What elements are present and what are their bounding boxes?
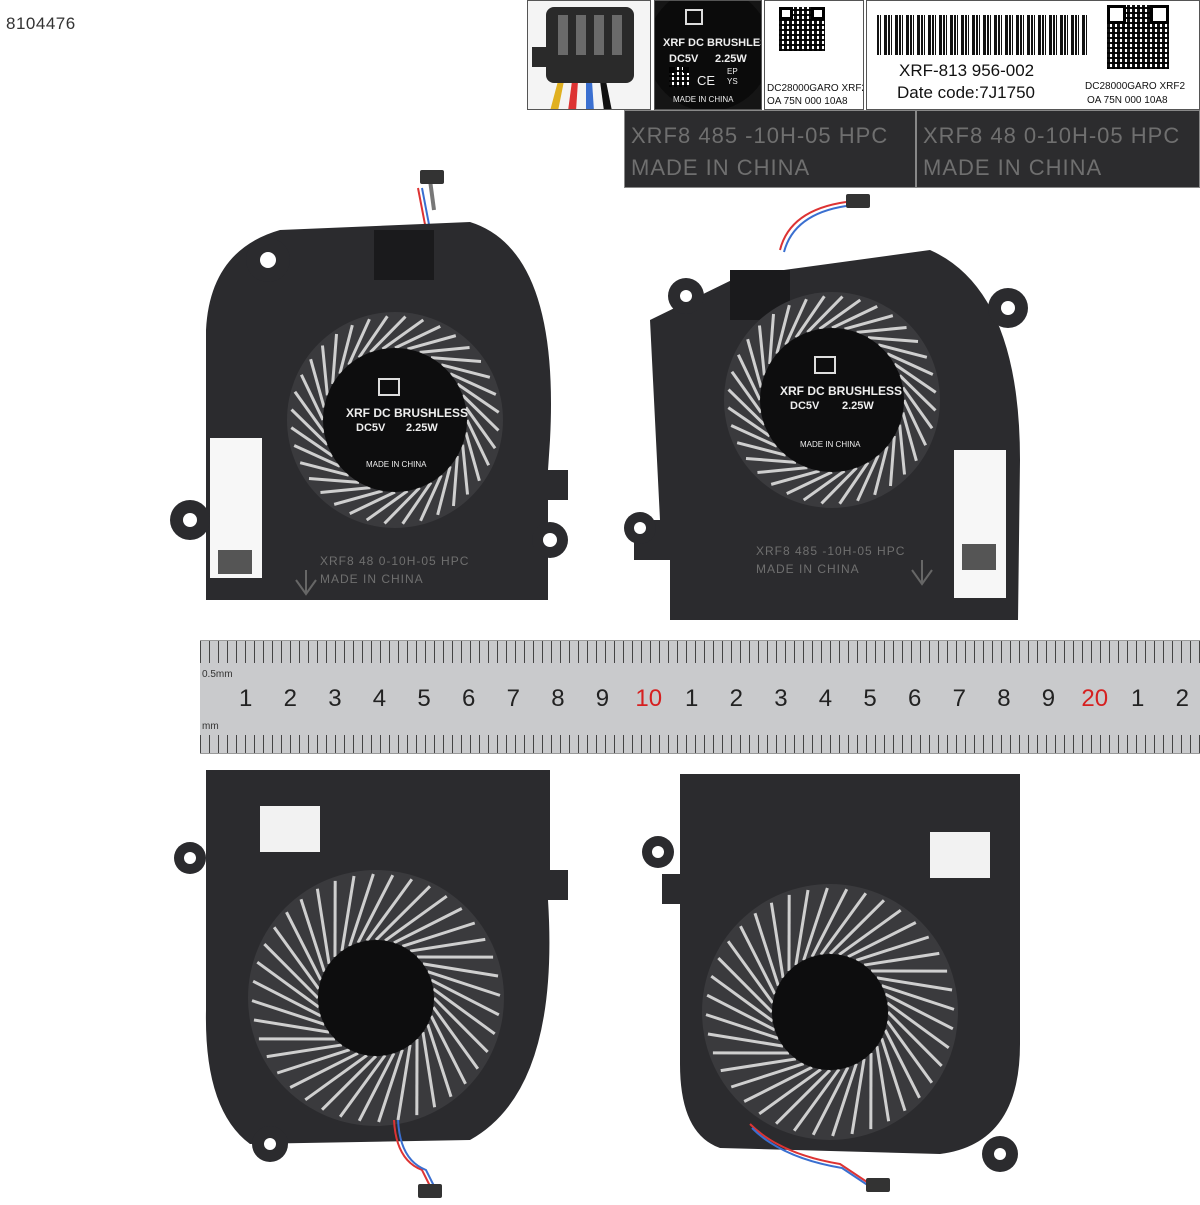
hub-ep: EP <box>727 67 738 76</box>
connector-image <box>528 1 651 110</box>
ruler-unit-top: 0.5mm <box>202 669 233 680</box>
hub-label-closeup: XRF DC BRUSHLESS DC5V 2.25W CE EP YS MAD… <box>654 0 762 110</box>
ruler-number: 10 <box>635 685 662 713</box>
fan-tr-origin: MADE IN CHINA <box>800 440 860 449</box>
ruler-number: 2 <box>1176 685 1189 713</box>
emboss-closeup-left: XRF8 485 -10H-05 HPC MADE IN CHINA <box>624 110 916 188</box>
small-label-line1: DC28000GARO XRF2 <box>767 83 864 94</box>
product-sku: 8104476 <box>6 14 76 34</box>
emboss-left-line1: XRF8 485 -10H-05 HPC <box>631 123 888 149</box>
connector-closeup <box>527 0 651 110</box>
date-code: Date code:7J1750 <box>897 83 1035 103</box>
ruler-number: 2 <box>730 685 743 713</box>
fan-top-left: XRF DC BRUSHLESS DC5V 2.25W MADE IN CHIN… <box>170 160 590 620</box>
ruler-number: 2 <box>284 685 297 713</box>
fan-tl-emboss1: XRF8 48 0-10H-05 HPC <box>320 554 469 568</box>
ruler-number: 20 <box>1081 685 1108 713</box>
fan-tr-wattage: 2.25W <box>842 400 874 412</box>
fan-tr-emboss2: MADE IN CHINA <box>756 562 860 576</box>
ruler-number: 4 <box>373 685 386 713</box>
part-number: XRF-813 956-002 <box>899 61 1034 81</box>
fan-bottom-right-body <box>640 764 1060 1200</box>
main-label-line2: OA 75N 000 10A8 <box>1087 95 1168 106</box>
fan-tr-voltage: DC5V <box>790 400 819 412</box>
fan-tr-emboss1: XRF8 485 -10H-05 HPC <box>756 544 905 558</box>
ruler-number: 5 <box>863 685 876 713</box>
ruler-number: 4 <box>819 685 832 713</box>
brand-logo-icon <box>378 378 400 396</box>
fan-top-right: XRF DC BRUSHLESS DC5V 2.25W MADE IN CHIN… <box>620 180 1060 630</box>
fan-bottom-left-body <box>170 760 580 1200</box>
hub-ys: YS <box>727 77 738 86</box>
hub-brand: XRF DC BRUSHLESS <box>663 37 762 49</box>
hub-wattage: 2.25W <box>715 53 747 65</box>
small-label-line2: OA 75N 000 10A8 <box>767 96 848 107</box>
main-qr-code <box>1107 5 1169 69</box>
ruler-number: 3 <box>774 685 787 713</box>
ruler-number: 1 <box>685 685 698 713</box>
brand-logo-icon <box>685 9 703 25</box>
measuring-ruler: 0.5mm mm 1 2 3 4 5 6 7 8 9 10 1 2 3 4 5 6 7 8 9 20 1 2 <box>200 640 1200 754</box>
fan-tr-brand: XRF DC BRUSHLESS <box>780 384 902 398</box>
fan-tl-wattage: 2.25W <box>406 422 438 434</box>
hub-voltage: DC5V <box>669 53 698 65</box>
main-label-line1: DC28000GARO XRF2 <box>1085 81 1185 92</box>
ruler-number: 5 <box>417 685 430 713</box>
ruler-number: 7 <box>507 685 520 713</box>
ruler-number: 1 <box>239 685 252 713</box>
emboss-closeup-right: XRF8 48 0-10H-05 HPC MADE IN CHINA <box>916 110 1200 188</box>
ruler-number: 8 <box>551 685 564 713</box>
emboss-right-line2: MADE IN CHINA <box>923 155 1102 181</box>
brand-logo-icon <box>814 356 836 374</box>
ruler-number: 1 <box>1131 685 1144 713</box>
ruler-number: 3 <box>328 685 341 713</box>
emboss-left-line2: MADE IN CHINA <box>631 155 810 181</box>
ruler-unit-side: mm <box>202 721 219 732</box>
fan-bottom-right <box>640 764 1060 1200</box>
fan-tl-brand: XRF DC BRUSHLESS <box>346 406 468 420</box>
fan-bottom-left <box>170 760 580 1200</box>
hub-origin: MADE IN CHINA <box>673 95 733 104</box>
ruler-number: 6 <box>462 685 475 713</box>
small-qr-code <box>779 7 825 51</box>
ruler-ticks-bottom <box>200 735 1200 753</box>
fan-tl-voltage: DC5V <box>356 422 385 434</box>
fan-tl-emboss2: MADE IN CHINA <box>320 572 424 586</box>
ruler-ticks <box>200 641 1200 663</box>
emboss-right-line1: XRF8 48 0-10H-05 HPC <box>923 123 1180 149</box>
hub-qr-code <box>669 67 689 87</box>
ruler-number: 7 <box>953 685 966 713</box>
small-label-closeup: DC28000GARO XRF2 OA 75N 000 10A8 <box>764 0 864 110</box>
ruler-number: 9 <box>596 685 609 713</box>
fan-tl-origin: MADE IN CHINA <box>366 460 426 469</box>
ruler-number: 8 <box>997 685 1010 713</box>
ruler-number: 6 <box>908 685 921 713</box>
barcode <box>877 15 1087 55</box>
ruler-number: 9 <box>1042 685 1055 713</box>
main-label-closeup: XRF-813 956-002 Date code:7J1750 DC28000… <box>866 0 1200 110</box>
hub-ce: CE <box>697 73 715 88</box>
